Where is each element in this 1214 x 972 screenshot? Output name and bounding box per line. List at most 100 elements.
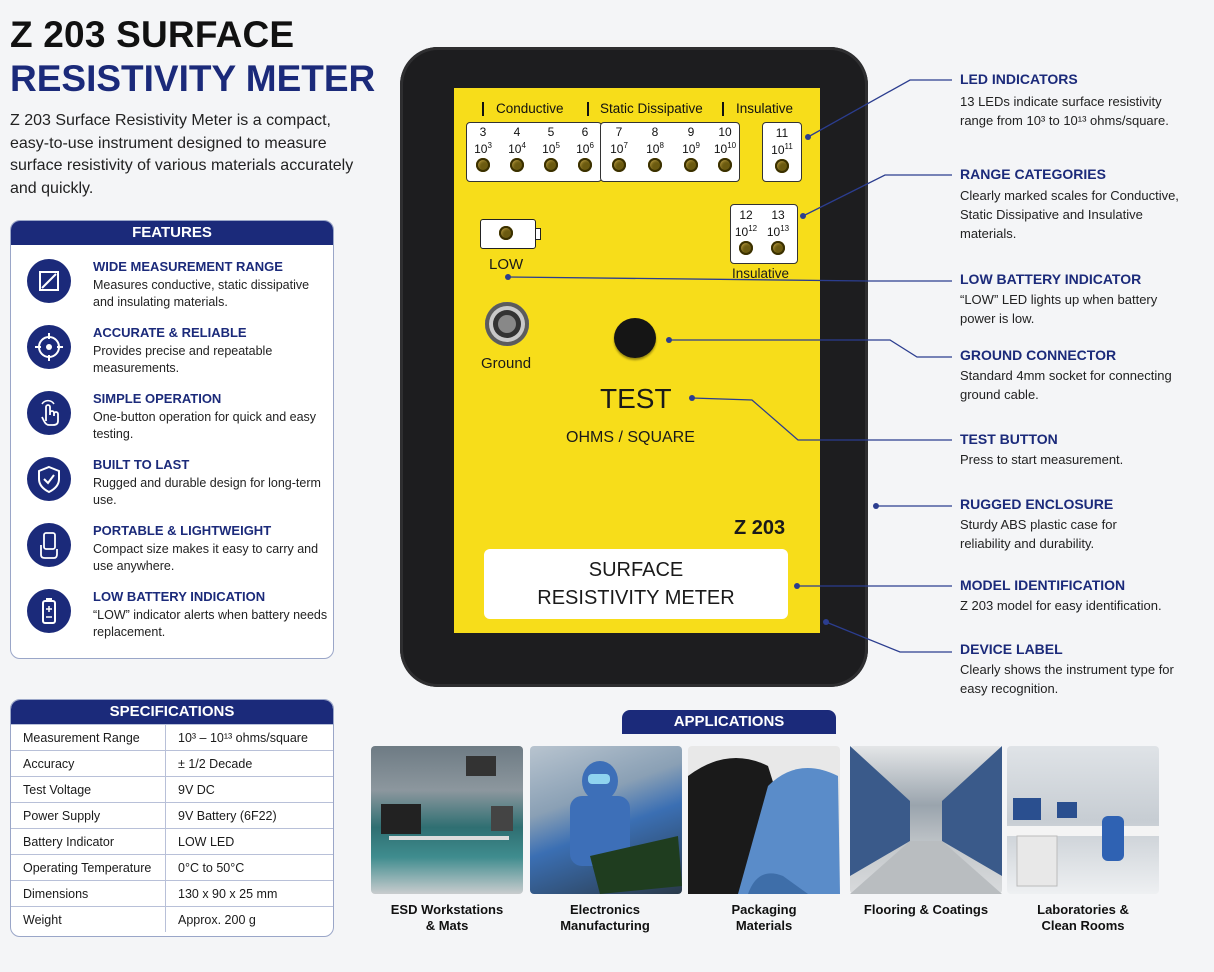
led-base: 10 xyxy=(576,142,590,156)
feature-desc: Provides precise and repeatable measurem… xyxy=(93,344,273,375)
leader-dot xyxy=(823,619,829,625)
spec-label: Dimensions xyxy=(11,880,166,907)
led-exponent: 10 xyxy=(727,141,737,150)
feature-title: PORTABLE & LIGHTWEIGHT xyxy=(93,523,272,538)
laboratories-clean-rooms-image xyxy=(1007,746,1159,894)
led-indicator xyxy=(771,241,785,255)
flooring-coatings-image xyxy=(850,746,1002,894)
leader-dot xyxy=(800,213,806,219)
callout-desc: Sturdy ABS plastic case for reliability … xyxy=(960,517,1117,551)
spec-value: 9V Battery (6F22) xyxy=(165,802,333,829)
led-strip-conductive xyxy=(466,122,602,182)
application-label-line2: Clean Rooms xyxy=(1041,918,1125,933)
leader-dot xyxy=(805,134,811,140)
led-exponent: 4 xyxy=(521,141,526,150)
callout-desc: 13 LEDs indicate surface resistivity ran… xyxy=(960,94,1169,128)
insulative-label: Insulative xyxy=(732,266,790,281)
spec-label: Weight xyxy=(11,906,166,932)
ground-socket[interactable] xyxy=(485,302,529,346)
led-number: 12 xyxy=(739,208,753,222)
page-title-line1: Z 203 SURFACE xyxy=(10,14,295,55)
feature-title: BUILT TO LAST xyxy=(93,457,190,472)
low-label: LOW xyxy=(489,256,524,273)
led-indicator xyxy=(510,158,524,172)
led-indicator xyxy=(544,158,558,172)
application-label: Flooring & Coatings xyxy=(846,902,1006,918)
led-number: 10 xyxy=(718,125,732,139)
led-exponent: 9 xyxy=(695,141,700,150)
page-title-line2: RESISTIVITY METER xyxy=(10,58,376,99)
finger-press-icon xyxy=(27,391,71,435)
application-label-line1: Electronics xyxy=(569,902,641,917)
led-base: 10 xyxy=(682,142,696,156)
led-exponent: 7 xyxy=(623,141,628,150)
led-exponent: 6 xyxy=(589,141,594,150)
callout-desc: Clearly marked scales for Conductive, St… xyxy=(960,188,1179,241)
led-number: 11 xyxy=(775,126,789,140)
hand-device-icon xyxy=(27,523,71,567)
esd-workstation-image xyxy=(371,746,523,894)
battery-icon xyxy=(27,589,71,633)
callout-title: DEVICE LABEL xyxy=(960,641,1063,657)
leader-line xyxy=(802,174,952,217)
leader-dot xyxy=(794,583,800,589)
intro-text: Z 203 Surface Resistivity Meter is a com… xyxy=(10,112,354,197)
led-base: 10 xyxy=(508,142,522,156)
ground-label: Ground xyxy=(481,355,532,372)
spec-value: Approx. 200 g xyxy=(165,906,333,932)
device-faceplate: Conductive Static Dissipative Insulative… xyxy=(454,88,820,633)
callout-title: LED INDICATORS xyxy=(960,71,1078,87)
spec-value: 0°C to 50°C xyxy=(165,854,333,881)
callout-title: GROUND CONNECTOR xyxy=(960,347,1117,363)
target-icon xyxy=(27,325,71,369)
led-indicator xyxy=(739,241,753,255)
range-icon xyxy=(27,259,71,303)
led-exponent: 3 xyxy=(487,141,492,150)
applications-heading: APPLICATIONS xyxy=(622,710,836,734)
led-base: 10 xyxy=(646,142,660,156)
led-base: 10 xyxy=(713,142,728,156)
led-number: 8 xyxy=(651,125,659,139)
led-number: 9 xyxy=(687,125,695,139)
feature-title: SIMPLE OPERATION xyxy=(93,391,222,406)
led-indicator xyxy=(476,158,490,172)
spec-label: Power Supply xyxy=(11,802,166,829)
callout-desc: Standard 4mm socket for connecting groun… xyxy=(960,368,1172,402)
led-number: 7 xyxy=(615,125,623,139)
test-button[interactable] xyxy=(614,318,656,358)
spec-label: Operating Temperature xyxy=(11,854,166,881)
callout-title: RANGE CATEGORIES xyxy=(960,166,1106,182)
led-number: 3 xyxy=(479,125,487,139)
leader-dot xyxy=(505,274,511,280)
category-divider xyxy=(722,102,724,116)
feature-desc: Compact size makes it easy to carry and … xyxy=(93,542,319,573)
led-base: 10 xyxy=(542,142,556,156)
unit-label: OHMS / SQUARE xyxy=(566,429,695,446)
application-label: Laboratories &Clean Rooms xyxy=(1003,902,1163,934)
led-number: 6 xyxy=(581,125,589,139)
application-label-line1: Laboratories & xyxy=(1037,902,1129,917)
feature-desc: Measures conductive, static dissipative … xyxy=(93,278,310,309)
callout-desc: Press to start measurement. xyxy=(960,452,1124,467)
callout-desc: Z 203 model for easy identification. xyxy=(960,598,1162,613)
electronics-manufacturing-image xyxy=(530,746,682,894)
device-label-plate: SURFACE RESISTIVITY METER xyxy=(484,549,788,619)
features-heading: FEATURES xyxy=(11,221,333,245)
led-base: 10 xyxy=(610,142,624,156)
application-label-line2: & Mats xyxy=(425,918,469,933)
